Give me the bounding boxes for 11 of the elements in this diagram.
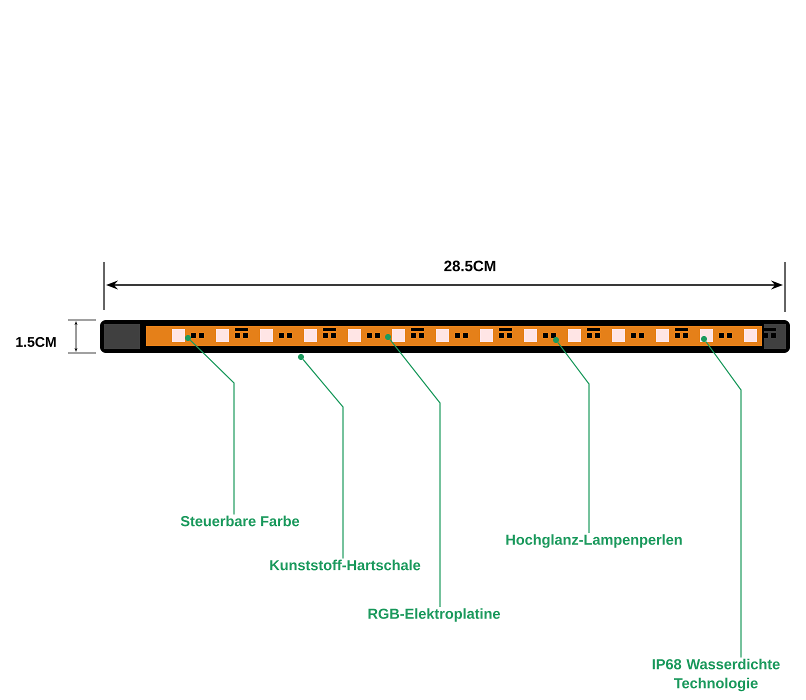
- dimension-label: 28.5CM: [444, 260, 496, 272]
- callout-label: Steuerbare Farbe: [180, 516, 300, 526]
- dimension-label: 1.5CM: [16, 337, 56, 347]
- callout-label: Kunststoff-Hartschale: [270, 560, 420, 570]
- leader-line: [190, 340, 235, 514]
- leader-line: [302, 359, 344, 558]
- leader-line: [705, 341, 742, 658]
- leader-line: [390, 339, 441, 608]
- callout-label: RGB-Elektroplatine: [368, 608, 500, 622]
- callout-label: Hochglanz-Lampenperlen: [506, 534, 682, 548]
- callout-label: IP68 Wasserdichte Technologie: [652, 658, 780, 692]
